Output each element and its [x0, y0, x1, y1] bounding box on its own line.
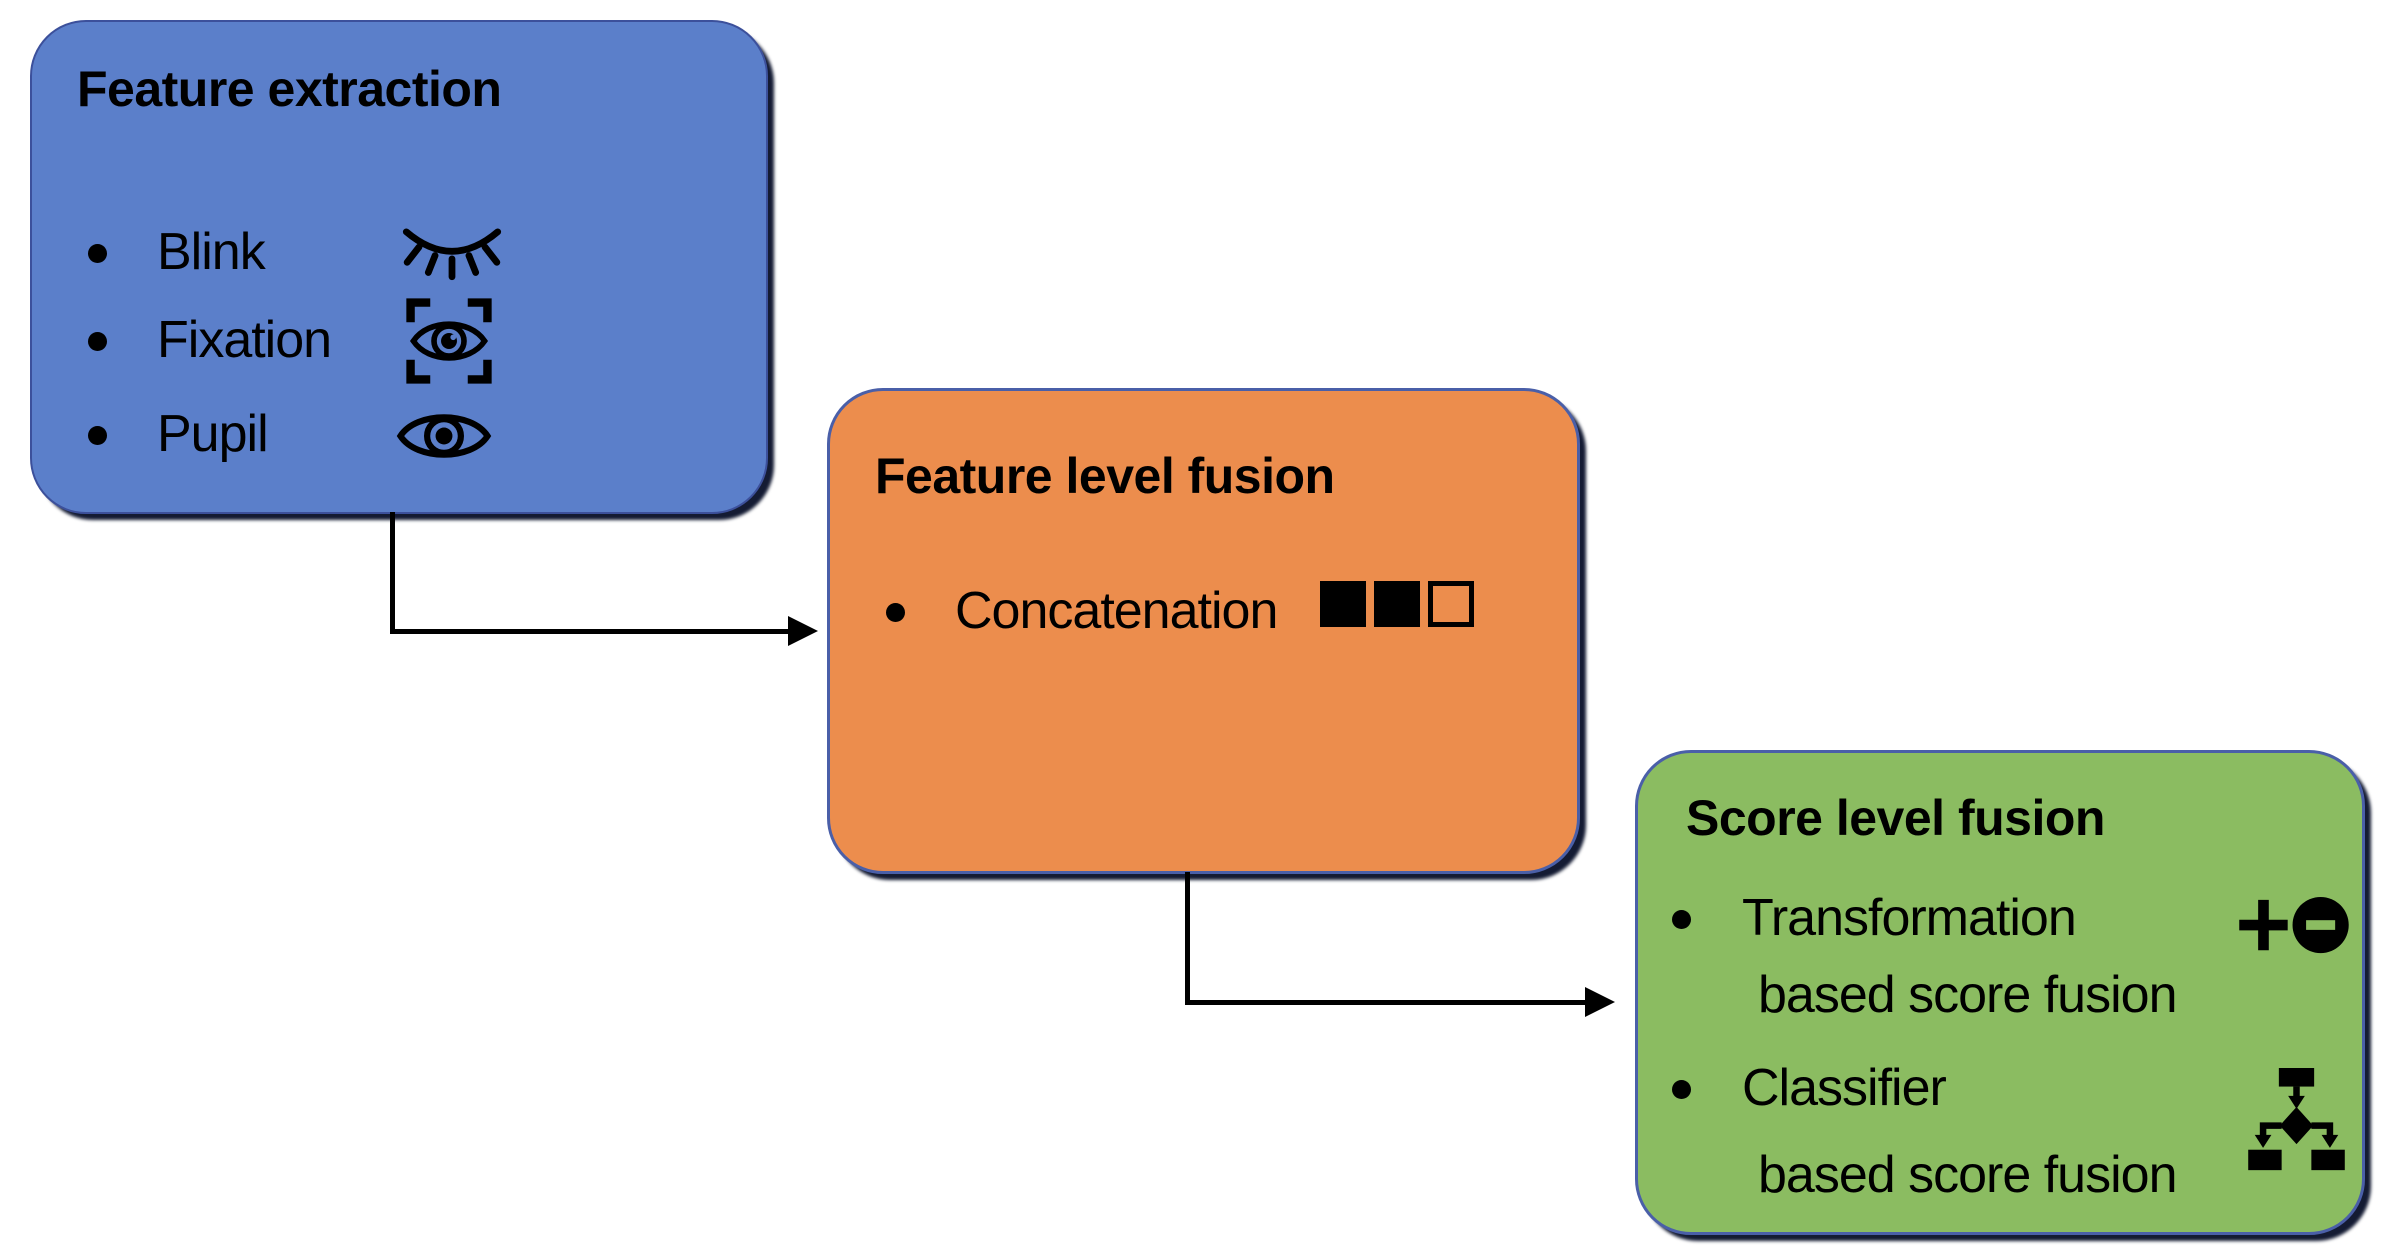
list-item: Concatenation [830, 577, 1577, 649]
bullet-dot [88, 332, 107, 351]
arrowhead-icon [788, 616, 818, 646]
classifier-tree-icon [2248, 1068, 2345, 1177]
bullet-dot [886, 603, 905, 622]
outline-square-icon [1428, 581, 1474, 627]
connector-line [1185, 872, 1190, 1005]
bullet-dot [1672, 1080, 1691, 1099]
list-item: Fixation [32, 298, 766, 384]
arrowhead-icon [1585, 987, 1615, 1017]
closed-eye-icon [400, 220, 504, 291]
node-title: Feature level fusion [875, 448, 1335, 504]
bullet-dot [1672, 910, 1691, 929]
filled-square-icon [1374, 581, 1420, 627]
item-label-line2: based score fusion [1758, 1146, 2177, 1204]
item-label: Fixation [157, 311, 332, 369]
eye-focus-brackets-icon [404, 296, 494, 391]
node-score-level-fusion: Score level fusion Transformation based … [1635, 750, 2365, 1235]
plus-minus-circle-icon [2236, 895, 2351, 962]
concatenation-squares-icon [1320, 581, 1474, 627]
item-label: Pupil [157, 405, 269, 463]
list-item: Pupil [32, 400, 766, 472]
item-label: Classifier [1742, 1059, 1947, 1117]
bullet-dot [88, 244, 107, 263]
connector-line [1185, 1000, 1585, 1005]
list-item: Blink [32, 218, 766, 290]
node-feature-level-fusion: Feature level fusion Concatenation [827, 388, 1580, 874]
connector-line [390, 629, 788, 634]
item-label: Concatenation [955, 582, 1278, 640]
bullet-dot [88, 426, 107, 445]
node-title: Score level fusion [1686, 790, 2105, 846]
node-title: Feature extraction [77, 61, 502, 117]
item-label: Blink [157, 223, 266, 281]
filled-square-icon [1320, 581, 1366, 627]
item-label-line2: based score fusion [1758, 966, 2177, 1024]
open-eye-icon [396, 402, 492, 475]
connector-line [390, 512, 395, 634]
node-feature-extraction: Feature extraction Blink Fixation [30, 20, 768, 514]
item-label: Transformation [1742, 889, 2077, 947]
